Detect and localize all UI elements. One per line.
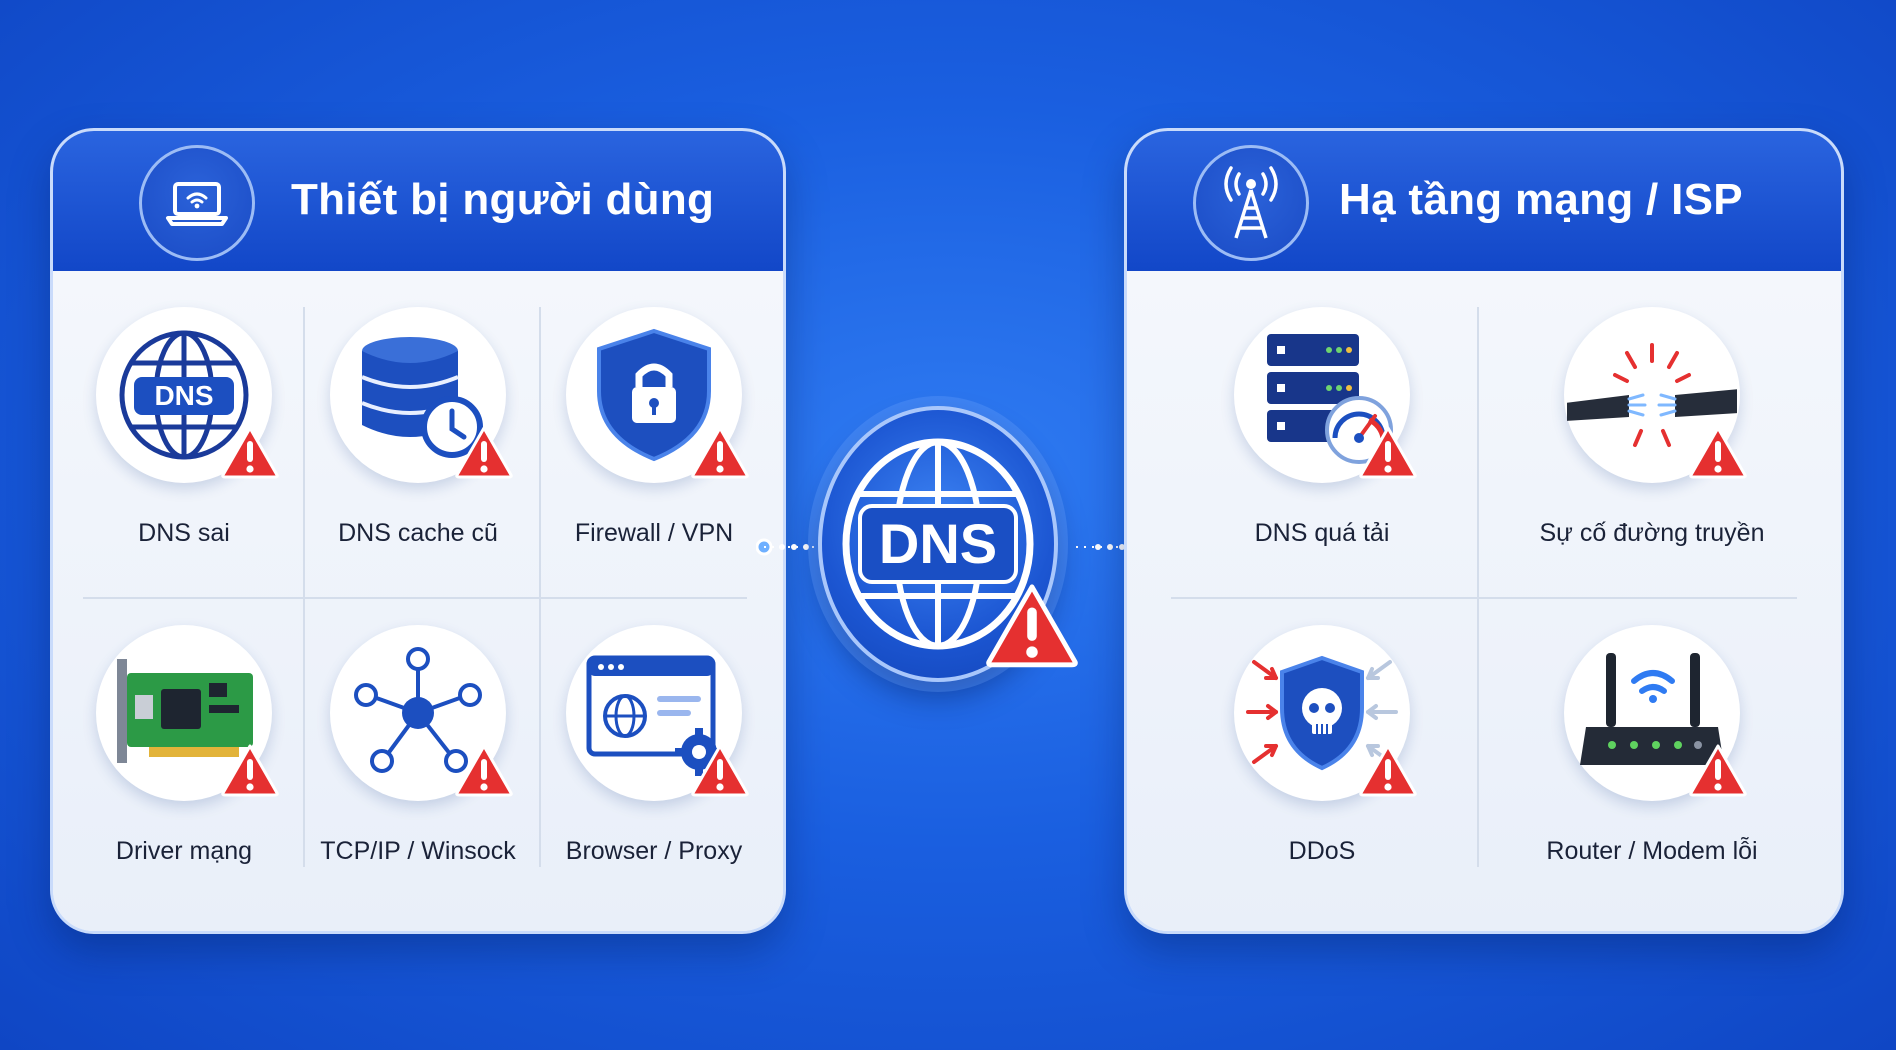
item-label: Firewall / VPN	[574, 519, 734, 547]
item-tcp-ip-winsock: TCP/IP / Winsock	[303, 625, 533, 925]
user-device-panel-title: Thiết bị người dùng	[291, 175, 715, 224]
item-label: DNS sai	[138, 519, 230, 547]
warning-triangle-icon	[690, 425, 750, 479]
item-dns-cache: DNS cache cũ	[303, 307, 533, 607]
item-firewall-vpn: Firewall / VPN	[539, 307, 769, 607]
warning-triangle-icon	[984, 582, 1080, 668]
network-isp-panel: Hạ tầng mạng / ISP	[1124, 128, 1844, 934]
item-browser-proxy: Browser / Proxy	[539, 625, 769, 925]
dns-text: DNS	[154, 380, 213, 411]
cell-tower-icon	[1193, 145, 1309, 261]
item-dns-sai: DNS DNS sai	[69, 307, 299, 607]
item-label: DNS cache cũ	[338, 519, 498, 547]
center-dns: DNS	[818, 406, 1058, 682]
divider	[303, 307, 305, 867]
item-label: DNS quá tải	[1254, 519, 1390, 547]
warning-triangle-icon	[220, 425, 280, 479]
warning-triangle-icon	[1688, 743, 1748, 797]
item-dns-qua-tai: DNS quá tải	[1207, 307, 1437, 607]
item-label: TCP/IP / Winsock	[320, 837, 516, 865]
user-device-panel-body: DNS DNS sai DNS cache cũ	[53, 271, 783, 931]
user-device-panel-header: Thiết bị người dùng	[53, 131, 783, 271]
item-router-modem: Router / Modem lỗi	[1537, 625, 1767, 925]
left-connector	[756, 538, 828, 556]
item-label: Router / Modem lỗi	[1546, 837, 1758, 865]
item-label: Sự cố đường truyền	[1539, 519, 1765, 547]
item-label: Browser / Proxy	[565, 837, 743, 865]
center-dns-label: DNS	[879, 512, 997, 575]
user-device-panel: Thiết bị người dùng DNS DNS sai	[50, 128, 786, 934]
warning-triangle-icon	[220, 743, 280, 797]
divider	[83, 597, 747, 599]
network-isp-panel-header: Hạ tầng mạng / ISP	[1127, 131, 1841, 271]
item-ddos: DDoS	[1207, 625, 1437, 925]
warning-triangle-icon	[454, 743, 514, 797]
warning-triangle-icon	[454, 425, 514, 479]
item-label: Driver mạng	[115, 837, 253, 865]
warning-triangle-icon	[1358, 743, 1418, 797]
item-driver-mang: Driver mạng	[69, 625, 299, 925]
warning-triangle-icon	[1688, 425, 1748, 479]
warning-triangle-icon	[1358, 425, 1418, 479]
network-isp-panel-body: DNS quá tải	[1127, 271, 1841, 931]
divider	[1171, 597, 1797, 599]
laptop-wifi-icon	[139, 145, 255, 261]
warning-triangle-icon	[690, 743, 750, 797]
divider	[539, 307, 541, 867]
divider	[1477, 307, 1479, 867]
database-clock-icon	[330, 307, 506, 483]
item-label: DDoS	[1288, 837, 1356, 865]
item-su-co-duong-truyen: Sự cố đường truyền	[1537, 307, 1767, 607]
network-isp-panel-title: Hạ tầng mạng / ISP	[1339, 175, 1743, 224]
